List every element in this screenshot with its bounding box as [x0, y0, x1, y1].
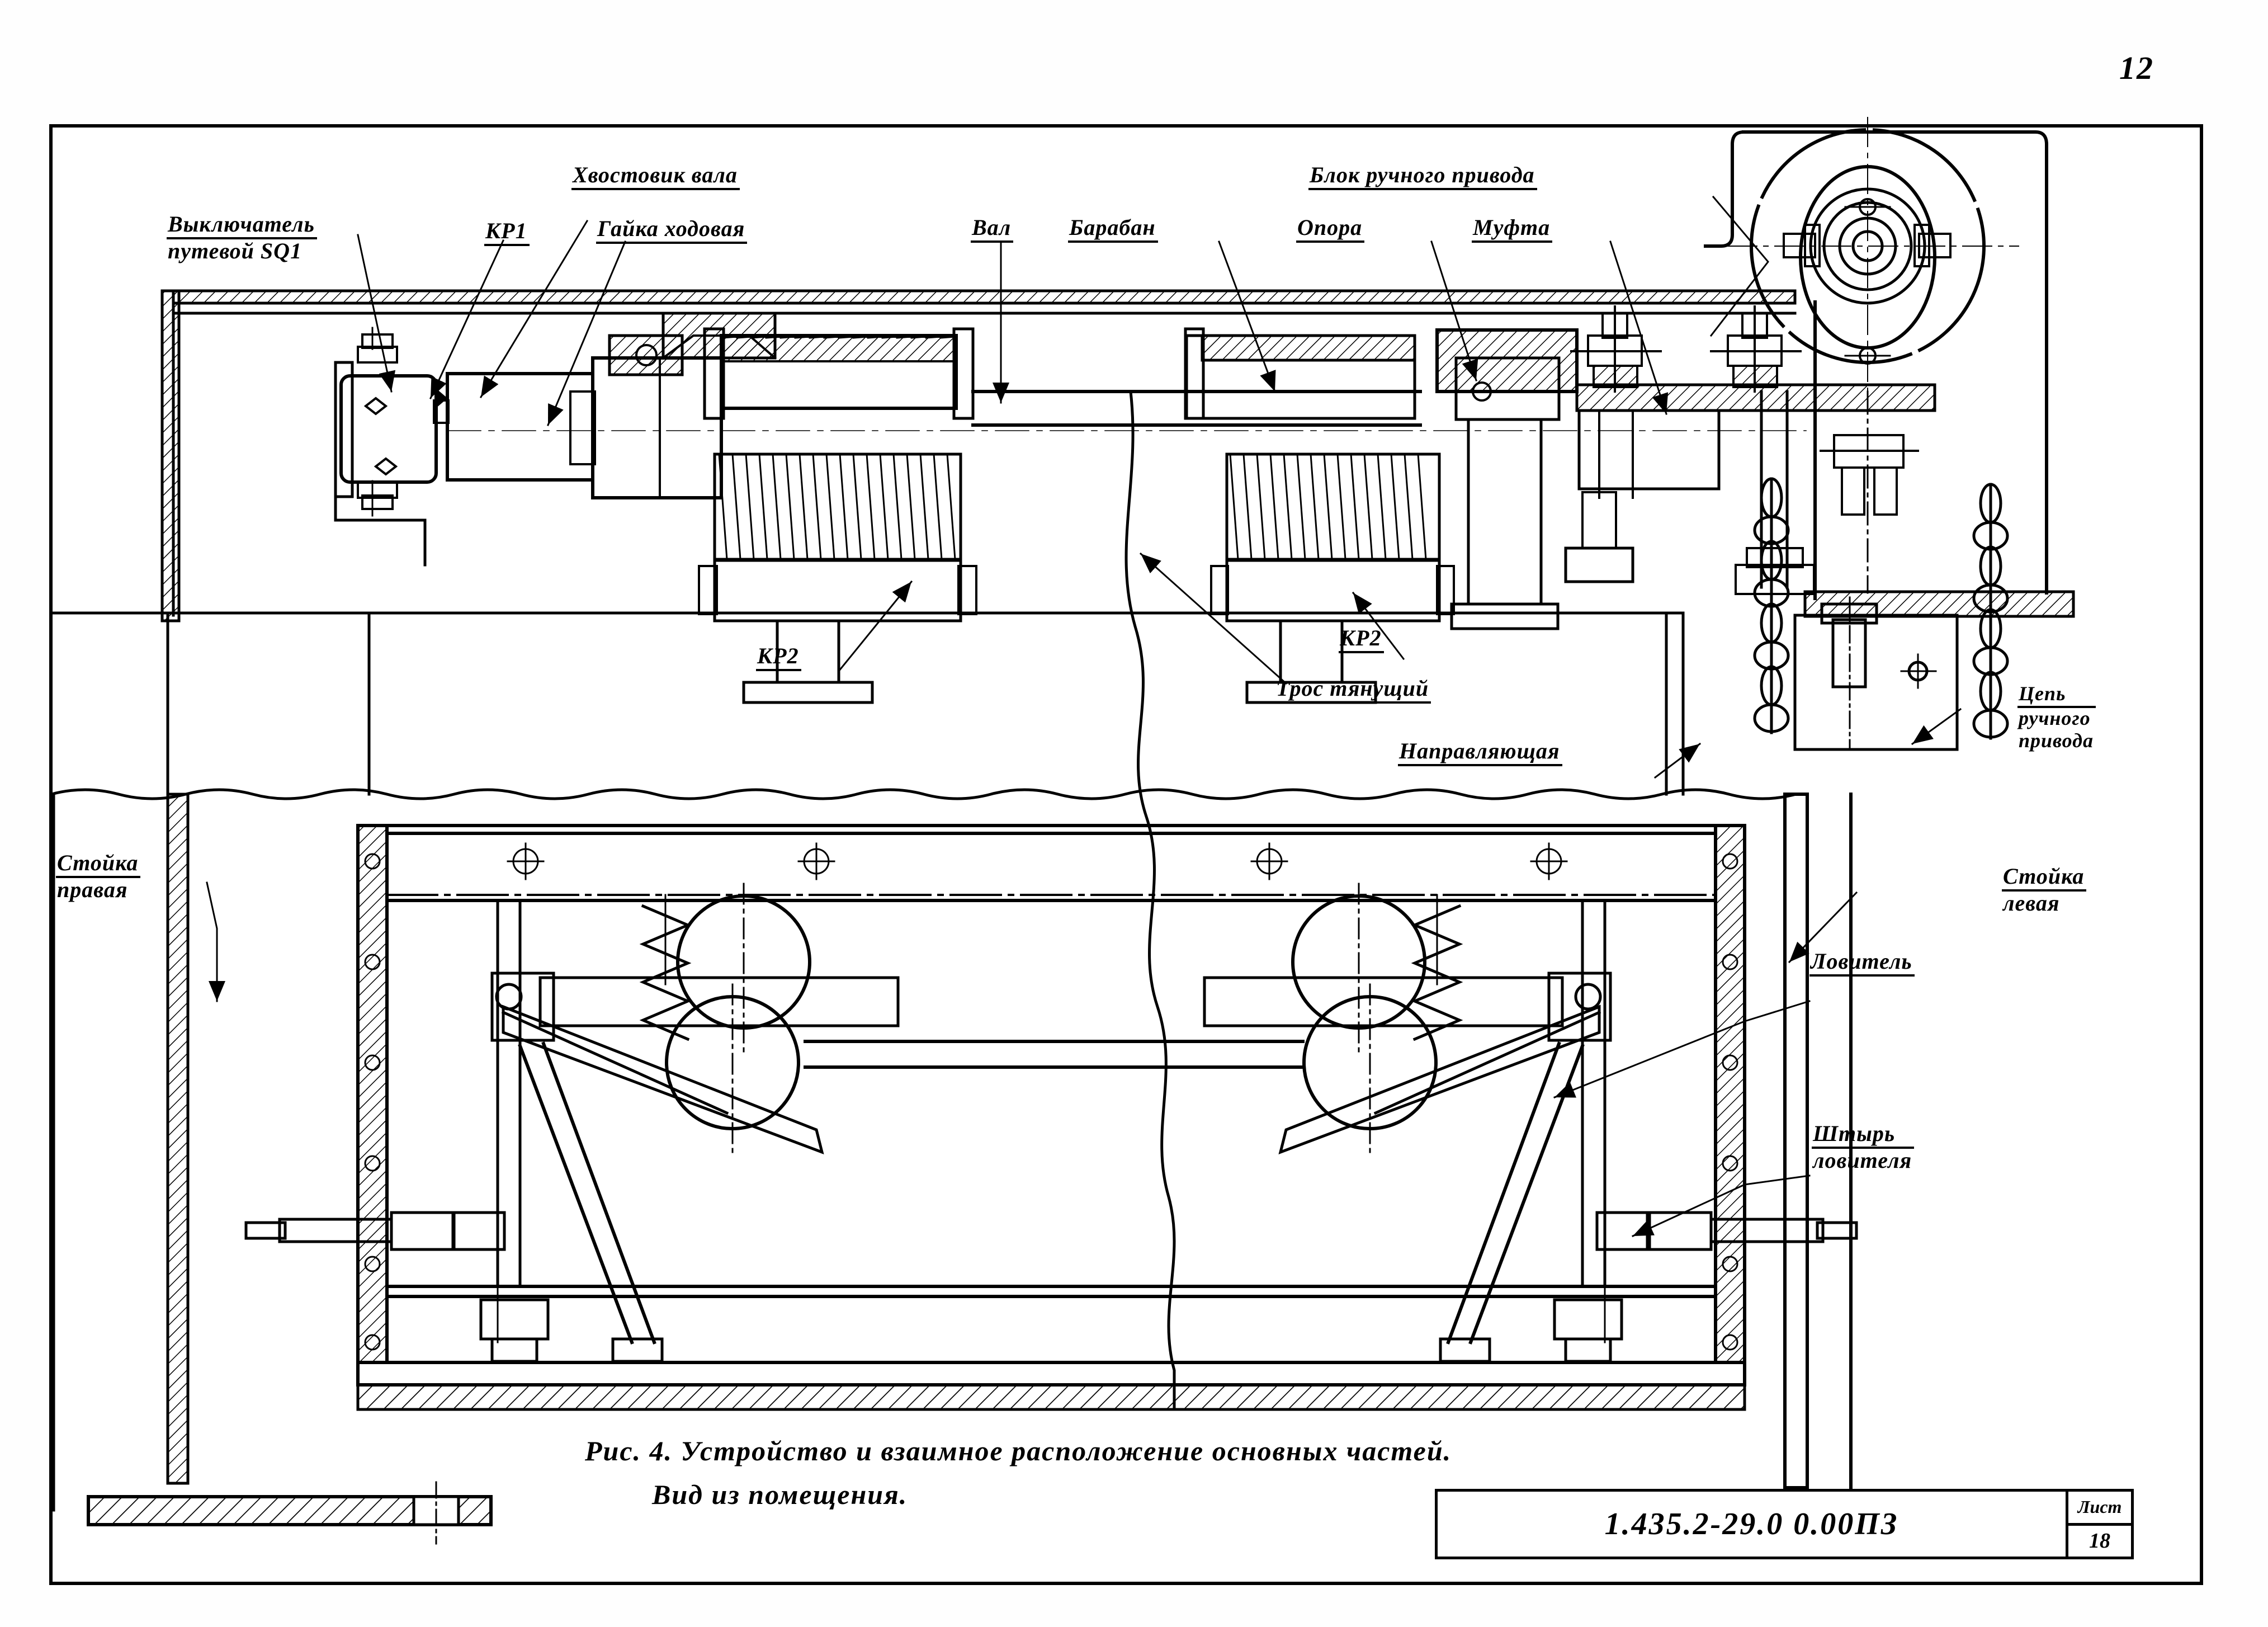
callout-guide: Направляющая — [1398, 739, 1562, 766]
callout-manual-drive-block: Блок ручного привода — [1308, 163, 1537, 190]
callout-left-post: Стойка левая — [2002, 865, 2087, 916]
drawing-code: 1.435.2-29.0 0.00ПЗ — [1604, 1507, 1899, 1541]
callout-shaft: Вал — [971, 216, 1014, 243]
callout-kp1: КР1 — [484, 219, 530, 246]
callout-right-post: Стойка правая — [56, 851, 141, 903]
callout-manual-drive-chain: Цепь ручного привода — [2017, 683, 2096, 752]
drawing-frame-main — [49, 124, 1837, 1585]
callout-limit-switch: Выключатель путевой SQ1 — [167, 213, 317, 264]
callout-drum: Барабан — [1068, 216, 1158, 243]
title-block-code-cell: 1.435.2-29.0 0.00ПЗ — [1438, 1492, 2068, 1557]
page-number: 12 — [2119, 50, 2154, 86]
callout-catcher-pin: Штырь ловителя — [1812, 1122, 1915, 1173]
callout-catcher: Ловитель — [1809, 950, 1915, 977]
callout-travel-nut: Гайка ходовая — [596, 217, 748, 244]
drawing-frame-right-column — [1831, 124, 2203, 1585]
callout-pulling-rope: Трос тянущий — [1275, 677, 1431, 704]
title-block: 1.435.2-29.0 0.00ПЗ Лист 18 — [1435, 1489, 2134, 1559]
callout-kp2-left: КР2 — [756, 644, 801, 671]
callout-kp2-right: КР2 — [1339, 626, 1384, 653]
callout-coupling: Муфта — [1472, 216, 1553, 243]
sheet-number: 18 — [2089, 1529, 2110, 1553]
title-block-sheet-cells: Лист 18 — [2068, 1492, 2131, 1557]
callout-shaft-tail: Хвостовик вала — [571, 163, 740, 190]
figure-caption: Рис. 4. Устройство и взаимное расположен… — [585, 1435, 1452, 1510]
sheet-word: Лист — [2068, 1492, 2131, 1526]
callout-support: Опора — [1296, 216, 1365, 243]
